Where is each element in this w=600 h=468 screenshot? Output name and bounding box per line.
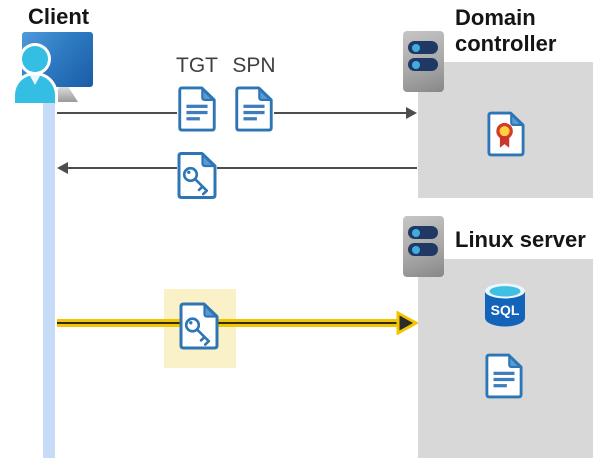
spn-label: SPN xyxy=(232,54,276,77)
sql-database-icon: SQL xyxy=(483,281,527,331)
server-led-icon xyxy=(412,60,420,69)
server-slot-icon xyxy=(408,226,438,239)
return-arrow-line xyxy=(217,167,417,169)
server-slot-icon xyxy=(408,58,438,71)
tgt-label: TGT xyxy=(176,54,218,77)
tgt-document-icon xyxy=(177,86,217,132)
linux-server-title: Linux server xyxy=(455,227,586,252)
request-arrowhead-icon xyxy=(406,107,417,119)
return-arrowhead-icon xyxy=(57,162,68,174)
server-slot-icon xyxy=(408,41,438,54)
client-timeline-bar xyxy=(43,89,55,458)
gold-arrowhead-icon xyxy=(396,311,418,335)
server-led-icon xyxy=(412,43,420,52)
server-led-icon xyxy=(412,228,420,237)
certificate-document-icon xyxy=(487,110,525,158)
spn-document-icon xyxy=(234,86,274,132)
return-arrow-line xyxy=(67,167,177,169)
person-icon xyxy=(22,46,48,72)
domain-controller-server-icon xyxy=(403,31,444,92)
server-slot-icon xyxy=(408,243,438,256)
server-led-icon xyxy=(412,245,420,254)
gold-arrow-line xyxy=(57,319,400,327)
domain-controller-title: Domain controller xyxy=(455,5,557,56)
request-arrow-line xyxy=(274,112,407,114)
keytab-document-icon xyxy=(485,352,523,400)
highlighted-key-document-icon xyxy=(179,301,219,351)
service-ticket-key-document-icon xyxy=(177,151,217,200)
sql-label: SQL xyxy=(491,302,520,318)
request-arrow-line xyxy=(57,112,177,114)
client-title: Client xyxy=(28,4,90,29)
linux-server-icon xyxy=(403,216,444,277)
